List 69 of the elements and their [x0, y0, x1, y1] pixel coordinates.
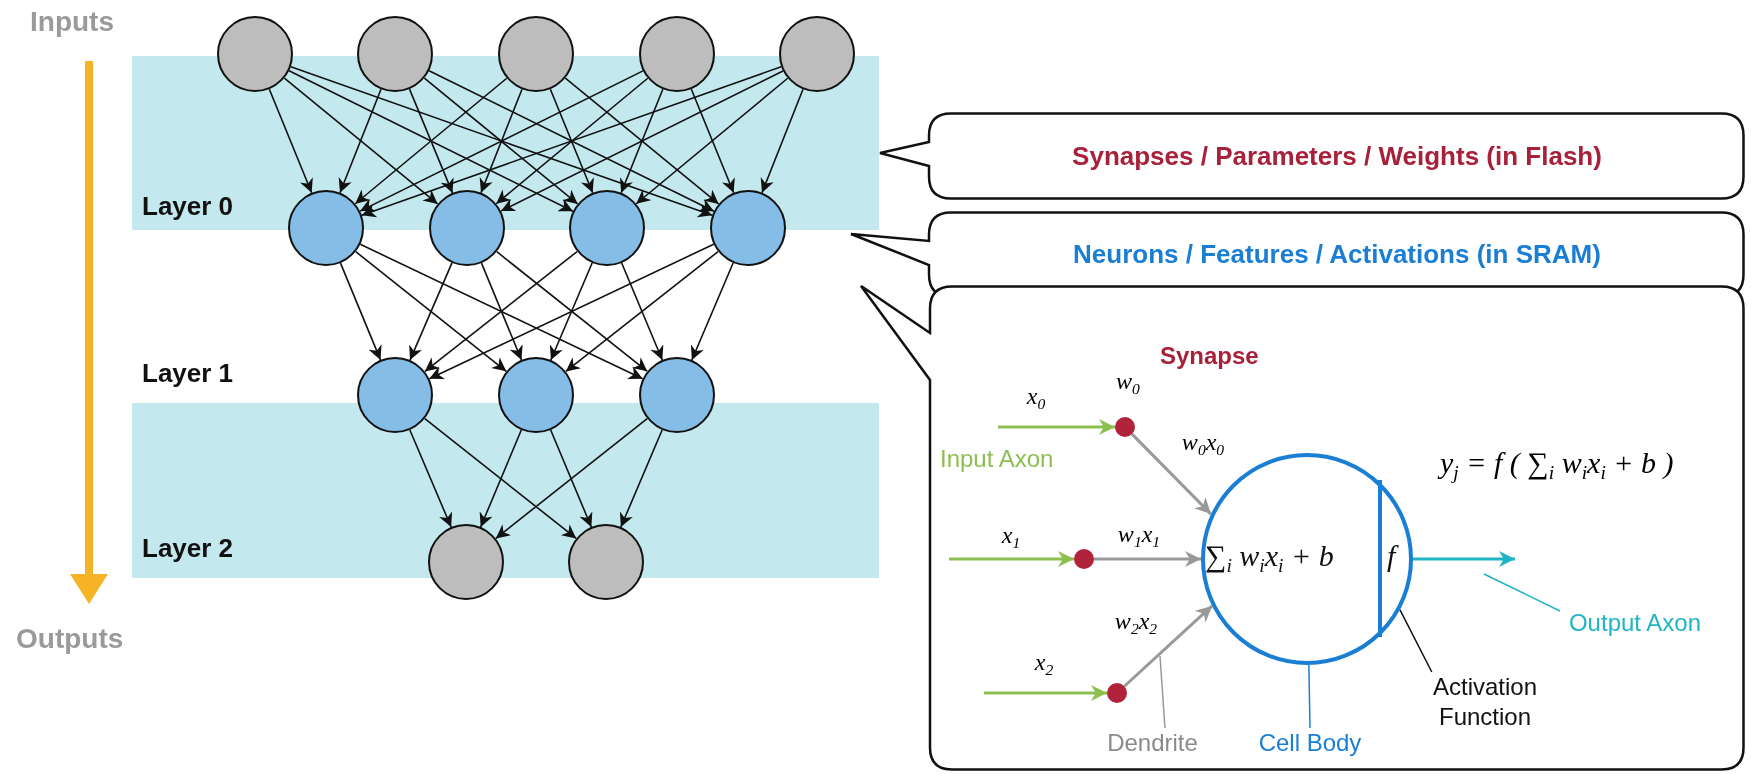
leader-line — [1483, 573, 1561, 612]
arrow — [479, 429, 523, 528]
arrow — [984, 685, 1107, 701]
arrow — [549, 262, 593, 361]
arrow — [409, 429, 453, 528]
arrow — [998, 419, 1115, 435]
annotation-text: Output Axon — [1560, 608, 1710, 638]
annotation-text: Cell Body — [1245, 728, 1375, 758]
layer-label: Layer 2 — [142, 533, 234, 564]
axis-label: Inputs — [30, 6, 114, 38]
arrow — [619, 88, 664, 194]
arrow — [339, 262, 382, 361]
arrow — [949, 551, 1074, 567]
arrow — [424, 250, 578, 373]
arrow — [565, 250, 719, 373]
arrow — [549, 88, 594, 194]
arrow — [354, 77, 508, 205]
arrow — [409, 262, 453, 361]
arrow — [690, 262, 734, 361]
arrow — [1130, 433, 1213, 516]
callout-bubble — [860, 285, 1745, 771]
arrow — [635, 77, 789, 205]
leader-line — [1308, 664, 1311, 729]
arrow — [620, 262, 664, 361]
arrow — [268, 88, 313, 194]
arrow — [495, 417, 648, 540]
layer-label: Layer 0 — [142, 191, 234, 222]
layer-label: Layer 1 — [142, 358, 234, 389]
arrow — [480, 262, 523, 361]
cell-body-circle — [1201, 453, 1413, 665]
annotation-text: Dendrite — [1090, 728, 1215, 758]
sum-formula: ∑$_{i}$ w$_{i}$x$_{i}$ + b — [1205, 539, 1334, 577]
arrow — [495, 250, 649, 373]
arrow — [424, 417, 577, 540]
arrow — [1123, 604, 1213, 688]
leader-line — [1399, 609, 1433, 673]
callout-text: Synapses / Parameters / Weights (in Flash) — [1071, 140, 1603, 173]
arrow — [428, 243, 715, 380]
arrow — [500, 70, 784, 212]
callout-bubble — [879, 112, 1745, 200]
arrow — [283, 77, 439, 205]
arrow — [359, 70, 644, 212]
arrow — [359, 243, 644, 380]
weight-label: w$_{0}$ — [1116, 368, 1140, 398]
arrow — [288, 70, 574, 212]
arrow — [690, 88, 735, 194]
arrow — [479, 88, 523, 194]
arrow — [1094, 551, 1201, 567]
arrow — [361, 65, 782, 218]
leader-line — [1159, 655, 1166, 729]
arrow — [428, 70, 715, 212]
arrow — [290, 65, 713, 218]
arrow — [408, 88, 454, 194]
arrow — [1413, 551, 1515, 567]
axis-label: Outputs — [16, 623, 124, 655]
arrow — [423, 77, 579, 205]
arrow — [760, 88, 804, 194]
arrow — [619, 429, 663, 528]
input-axon-label: Input Axon — [940, 445, 1054, 473]
arrow — [338, 88, 382, 194]
arrow — [549, 429, 593, 528]
callout-text: Neurons / Features / Activations (in SRAM) — [1072, 238, 1602, 271]
arrow — [354, 250, 508, 373]
neuron-circle — [357, 16, 433, 92]
annotation-text: Activation Function — [1415, 672, 1555, 732]
arrow — [564, 77, 720, 205]
arrow — [495, 77, 649, 205]
synapse-label: Synapse — [1160, 342, 1259, 370]
neuron-circle — [639, 16, 715, 92]
